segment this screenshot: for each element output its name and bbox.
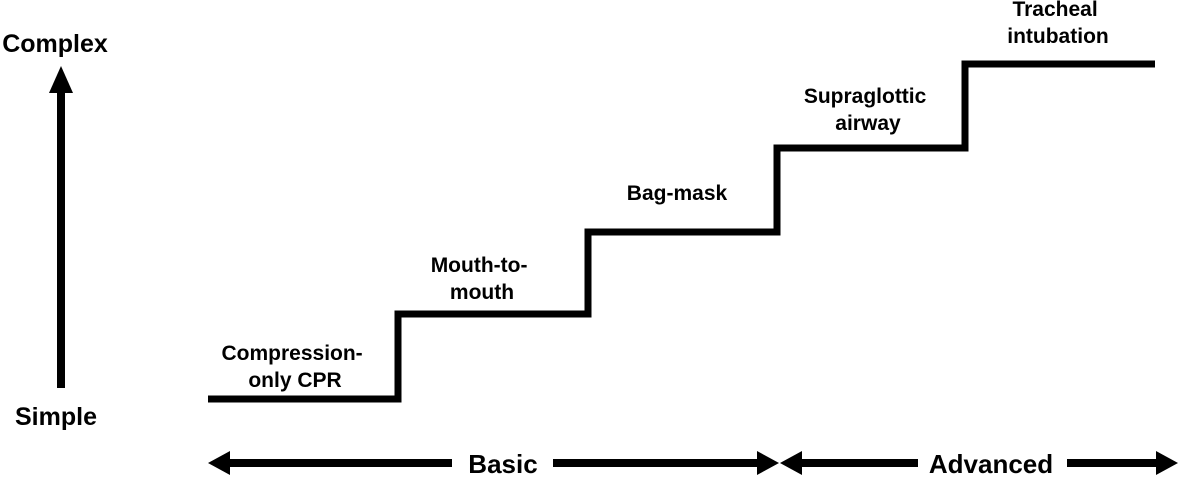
complexity-top-label: Complex: [2, 30, 108, 58]
advanced-range-label: Advanced: [929, 449, 1053, 477]
step-label-tracheal-intubation: Tracheal intubation: [1007, 0, 1108, 48]
step-4-line-2: airway: [835, 112, 901, 135]
step-5-line-2: intubation: [1007, 25, 1108, 48]
step-3-line-1: Bag-mask: [627, 182, 728, 205]
step-label-mouth-to-mouth: Mouth-to- mouth: [431, 254, 534, 304]
complexity-arrow: [49, 66, 73, 388]
basic-range-arrow: [208, 451, 779, 475]
step-2-line-2: mouth: [450, 281, 514, 304]
advanced-arrow-left-head: [780, 451, 802, 475]
step-label-supraglottic-airway: Supraglottic airway: [804, 85, 932, 135]
step-1-line-2: only CPR: [248, 369, 341, 392]
advanced-arrow-right-head: [1156, 451, 1178, 475]
basic-arrow-left-head: [208, 451, 230, 475]
step-4-line-1: Supraglottic: [804, 85, 927, 108]
complexity-arrow-head: [49, 66, 73, 93]
step-label-bag-mask: Bag-mask: [627, 182, 728, 205]
advanced-range-arrow: [780, 451, 1178, 475]
step-5-line-1: Tracheal: [1012, 0, 1097, 21]
complexity-bottom-label: Simple: [15, 403, 97, 431]
step-label-compression-only-cpr: Compression- only CPR: [221, 342, 368, 392]
step-2-line-1: Mouth-to-: [431, 254, 528, 277]
basic-arrow-right-head: [757, 451, 779, 475]
basic-range-label: Basic: [468, 449, 537, 477]
staircase-line: [208, 60, 1155, 403]
step-1-line-1: Compression-: [221, 342, 362, 365]
